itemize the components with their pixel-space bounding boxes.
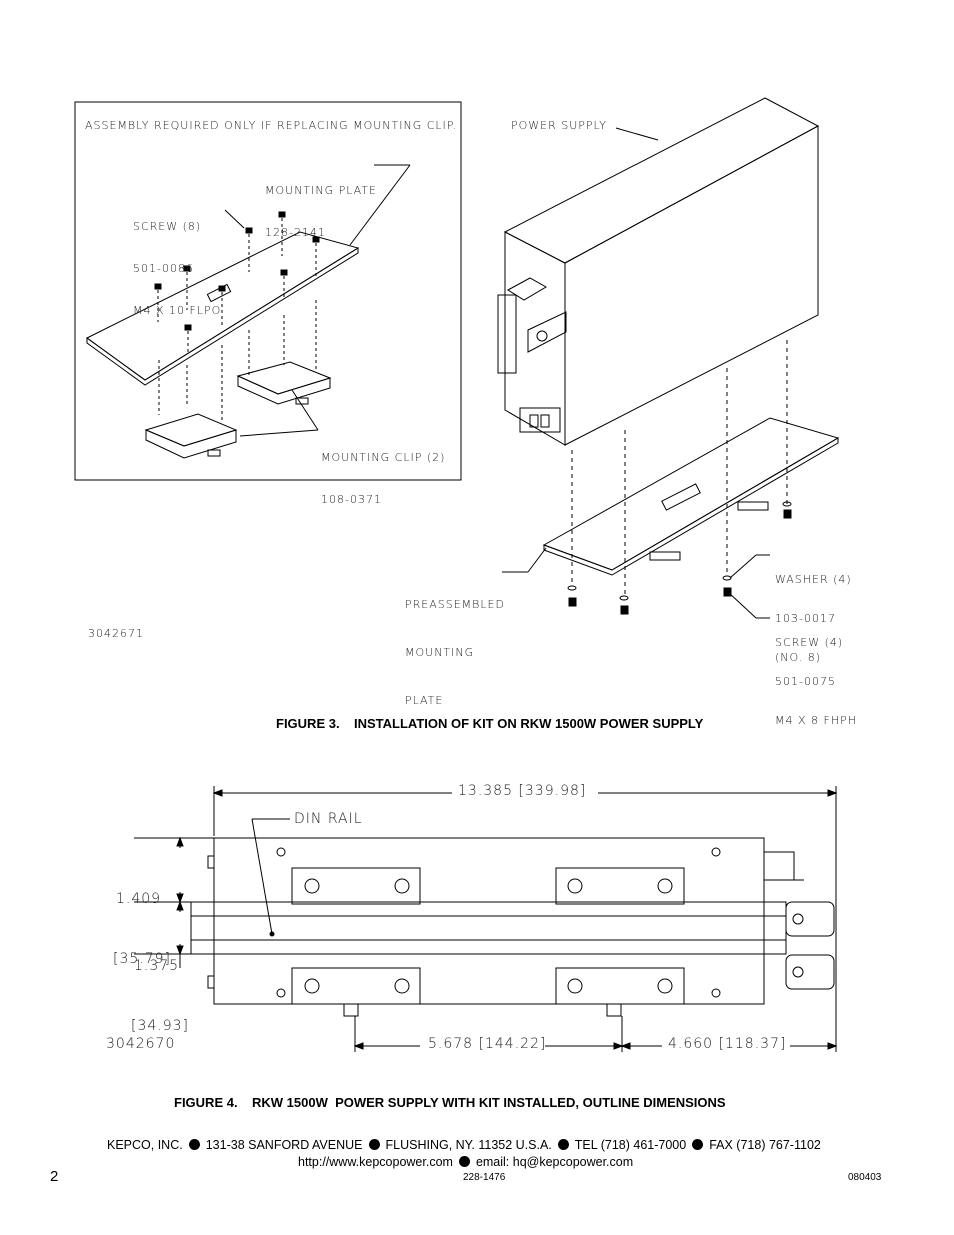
footer-doc-number: 228-1476: [463, 1172, 506, 1183]
footer-fax: FAX (718) 767-1102: [709, 1138, 821, 1152]
right-terminals: [763, 851, 835, 990]
bullet-icon: [458, 1156, 470, 1167]
rail-height-inch: 1.375: [134, 958, 180, 974]
mounting-plate-label: MOUNTING PLATE 128-2141: [265, 156, 377, 254]
figure3-caption: FIGURE 3. INSTALLATION OF KIT ON RKW 150…: [276, 716, 704, 731]
screw8-part: 501-0086: [133, 262, 194, 275]
footer-web-link[interactable]: http://www.kepcopower.com: [298, 1155, 453, 1169]
figure3-drawing-number: 3042671: [88, 627, 144, 640]
screw8-label: SCREW (8) 501-0086 M4 X 10 FLPO: [133, 192, 221, 332]
power-supply-label: POWER SUPPLY: [511, 119, 607, 132]
screw4-name: SCREW (4): [775, 636, 844, 649]
inset-frame: [74, 101, 462, 481]
overall-width-dim: 13.385 [339.98]: [458, 783, 587, 799]
right-clip-dim: 4.660 [118.37]: [668, 1036, 787, 1052]
washer-name: WASHER (4): [775, 573, 852, 586]
footer-date-code: 080403: [848, 1172, 882, 1183]
washer-part: 103-0017: [775, 612, 836, 625]
mounting-clip-part: 108-0371: [321, 493, 382, 506]
preassembled-line3: PLATE: [405, 694, 444, 707]
bracket-top-right: [555, 867, 685, 905]
top-height-dim: 1.409 [35.79]: [113, 849, 171, 989]
bracket-top-left: [291, 867, 421, 905]
din-rail-label: DIN RAIL: [294, 811, 363, 827]
top-height-inch: 1.409: [116, 891, 162, 907]
top-height-mm: [35.79]: [113, 951, 172, 967]
screw4-spec: M4 X 8 FHPH: [775, 714, 858, 727]
screw4-label: SCREW (4) 501-0075 M4 X 8 FHPH: [775, 610, 857, 740]
footer-tel: TEL (718) 461-7000: [574, 1138, 687, 1152]
din-rail: [190, 901, 787, 955]
screw8-name: SCREW (8): [133, 220, 202, 233]
mounting-clip-name: MOUNTING CLIP (2): [321, 451, 446, 464]
preassembled-line1: PREASSEMBLED: [405, 598, 505, 611]
rail-height-mm: [34.93]: [131, 1018, 190, 1034]
bottom-screws: [567, 501, 792, 615]
inset-mounting-clips: [144, 361, 332, 459]
inset-note: ASSEMBLY REQUIRED ONLY IF REPLACING MOUN…: [85, 119, 458, 132]
mounting-plate-name: MOUNTING PLATE: [265, 184, 377, 197]
footer-address: 131-38 SANFORD AVENUE: [205, 1138, 363, 1152]
preassembled-line2: MOUNTING: [405, 646, 475, 659]
bullet-icon: [557, 1139, 569, 1150]
figure4-caption: FIGURE 4. RKW 1500W POWER SUPPLY WITH KI…: [174, 1095, 726, 1110]
footer-address-line: KEPCO, INC. 131-38 SANFORD AVENUE FLUSHING…: [107, 1138, 821, 1152]
power-supply-box: [497, 97, 820, 446]
bullet-icon: [188, 1139, 200, 1150]
screw8-spec: M4 X 10 FLPO: [133, 304, 222, 317]
left-clip-dim: 5.678 [144.22]: [428, 1036, 547, 1052]
bullet-icon: [368, 1139, 380, 1150]
rail-height-dim: 1.375 [34.93]: [131, 916, 189, 1056]
washer-spec: (NO. 8): [775, 651, 822, 664]
screw4-part: 501-0075: [775, 675, 836, 688]
footer-company: KEPCO, INC.: [107, 1138, 183, 1152]
footer-city: FLUSHING, NY. 11352 U.S.A.: [385, 1138, 552, 1152]
page-number: 2: [50, 1168, 59, 1185]
footer-email[interactable]: email: hq@kepcopower.com: [475, 1155, 634, 1169]
mounting-clip-label: MOUNTING CLIP (2) 108-0371: [321, 423, 445, 521]
power-supply-outline: [213, 837, 765, 1005]
bracket-bottom-left: [291, 967, 421, 1005]
footer-contact-line: http://www.kepcopower.com email: hq@kepco…: [298, 1155, 633, 1169]
mounting-plate-part: 128-2141: [265, 226, 326, 239]
inset-screws: [154, 211, 320, 420]
bullet-icon: [692, 1139, 704, 1150]
washer-label: WASHER (4) 103-0017 (NO. 8): [775, 547, 852, 677]
bracket-screws: [276, 847, 721, 998]
preassembled-label: PREASSEMBLED MOUNTING PLATE: [405, 565, 505, 725]
bracket-bottom-right: [555, 967, 685, 1005]
figure4-drawing-number: 3042670: [106, 1036, 176, 1052]
